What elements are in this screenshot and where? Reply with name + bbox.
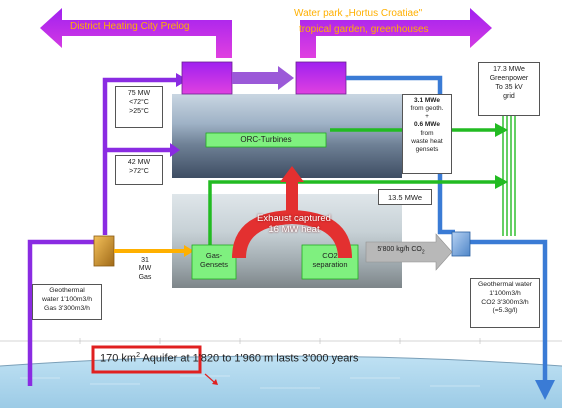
gas-line-arrow (184, 245, 194, 257)
aquifer-highlight-box (91, 345, 202, 374)
greenpower-line-4: grid (503, 93, 515, 101)
tropical-garden-label: tropical garden, greenhouses (299, 24, 429, 35)
gas31-line-1: 31 (141, 257, 149, 264)
geoth-mwe-line-1: 3.1 MWe (414, 97, 440, 104)
exhaust-riser-head (280, 166, 304, 182)
mw75-line-2: <72°C (129, 99, 149, 107)
geothermal-in-box: Geothermal water 1'100m3/h Gas 3'300m3/h (32, 284, 102, 320)
greenpower-box: 17.3 MWe Greenpower To 35 kV grid (478, 62, 540, 116)
district-heating-label: District Heating City Prelog (70, 21, 190, 32)
aquifer-band (0, 338, 562, 408)
aquifer-ripples (20, 375, 480, 389)
district-heating-arrow (40, 8, 232, 58)
ground-ticks (79, 338, 481, 344)
gas-gensets-box (191, 244, 237, 280)
gas31-line-3: Gas (138, 273, 152, 281)
gas31-label: 31 MW Gas (120, 257, 170, 282)
aquifer-caption-pre: 170 km (100, 352, 137, 365)
mwe135-label: 13.5 MWe (387, 193, 423, 202)
aquifer-red-arrow-head (212, 379, 218, 385)
co2-flow-arrow (365, 233, 453, 271)
mw75-box: 75 MW <72°C >25°C (115, 86, 163, 128)
heat-exchanger-connector (232, 66, 294, 90)
exhaust-riser (286, 180, 298, 212)
purple-arrow-head (170, 143, 180, 157)
gas-gensets-line-1: Gas- (205, 251, 223, 260)
geoth-mwe-line-3: + (425, 113, 429, 121)
exhaust-line-2: 16 MW heat (268, 224, 320, 236)
aquifer-fill (0, 356, 562, 408)
mwe135-box: 13.5 MWe (378, 189, 432, 205)
geothermal-out-box: Geothermal water 1'100m3/h CO2 3'300m3/h… (470, 278, 540, 328)
water-park-arrow (300, 8, 492, 58)
purple-to-district (102, 77, 180, 235)
geothermal-in-line-1: Geothermal (49, 287, 85, 294)
geothermal-in-line-3: Gas 3'300m3/h (44, 304, 90, 312)
mw42-line-1: 42 MW (127, 159, 151, 166)
co2-separation-label: CO2 separation (302, 251, 358, 269)
purple-main-riser (27, 239, 95, 386)
purple-pipe-network (27, 77, 180, 386)
aquifer-caption-post: Aquifer at 1'820 to 1'960 m lasts 3'000 … (139, 352, 359, 365)
co2-flow-text: 5'800 kg/h CO (377, 246, 422, 253)
orc-turbines-box (205, 132, 327, 148)
water-park-heat-exchanger (295, 61, 347, 95)
geothermal-out-line-2: 1'100m3/h (489, 289, 521, 297)
exhaust-line-1: Exhaust captured (257, 213, 331, 224)
mw75-line-3: >25°C (129, 108, 149, 116)
gas-separator-box (93, 235, 115, 267)
blue-exit-arrow (535, 380, 555, 400)
orc-turbines-label: ORC-Turbines (240, 135, 292, 144)
co2-flow-label: 5'800 kg/h CO2 (366, 246, 436, 255)
gas-gensets-label: Gas- Gensets (192, 251, 236, 269)
geoth-mwe-line-4: 0.6 MWe (414, 121, 440, 129)
aquifer-red-arrow-line (204, 373, 215, 383)
gas-gensets-line-2: Gensets (200, 260, 228, 269)
mw42-line-2: >72°C (129, 168, 149, 176)
geoth-mwe-box: 3.1 MWe from geoth. + 0.6 MWe from waste… (402, 94, 452, 174)
blue-valve-box (451, 231, 471, 257)
co2-separation-line-1: CO2 (322, 251, 338, 260)
geothermal-out-line-1: Geothermal water (477, 281, 533, 288)
geoth-mwe-line-6: waste heat (411, 137, 443, 145)
greenpower-line-2: Greenpower (489, 75, 529, 83)
gas31-line-2: MW (138, 265, 152, 273)
exhaust-label: Exhaust captured 16 MW heat (244, 213, 344, 236)
geoth-mwe-line-7: gensets (415, 145, 439, 153)
greenpower-line-3: To 35 kV (495, 84, 523, 92)
geoth-mwe-line-2: from geoth. (410, 105, 444, 113)
aquifer-caption-sup: 2 (136, 352, 140, 359)
district-heat-exchanger (181, 61, 233, 95)
blue-exit (470, 239, 548, 384)
geothermal-out-line-3: CO2 3'300m3/h (481, 298, 529, 306)
water-park-label: Water park „Hortus Croatiae" (294, 8, 423, 19)
aquifer-top-line (0, 355, 562, 367)
green-genset-arrow (495, 175, 508, 189)
geoth-mwe-line-5: from (420, 129, 434, 137)
mw42-box: 42 MW >72°C (115, 155, 163, 185)
co2-flow-subscript: 2 (421, 249, 425, 256)
green-orc-arrow (495, 123, 508, 137)
co2-separation-line-2: separation (312, 260, 348, 269)
greenpower-line-1: 17.3 MWe (493, 66, 525, 73)
aquifer-caption: 170 km2 Aquifer at 1'820 to 1'960 m last… (100, 352, 460, 366)
geothermal-in-line-2: water 1'100m3/h (41, 295, 93, 303)
green-genset-line (208, 180, 505, 245)
exhaust-dome (232, 210, 352, 258)
mw75-line-1: 75 MW (127, 90, 151, 97)
geothermal-out-line-4: (=5.3g/l) (492, 307, 518, 315)
